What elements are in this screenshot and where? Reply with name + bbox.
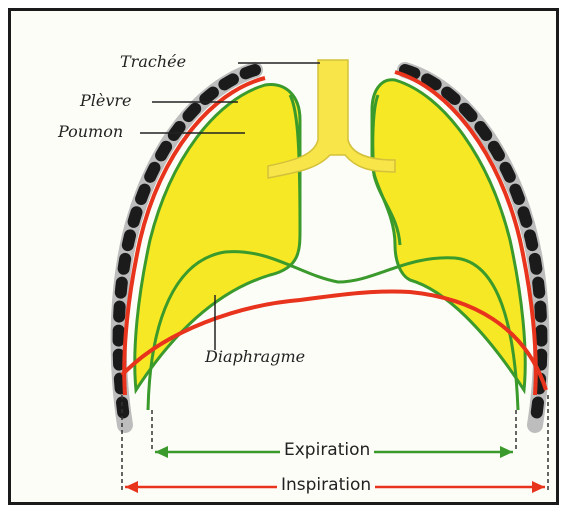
poumon-label: Poumon bbox=[58, 122, 123, 141]
diaphragme-label: Diaphragme bbox=[205, 347, 305, 366]
inspiration-label: Inspiration bbox=[277, 475, 375, 495]
plevre-label: Plèvre bbox=[80, 91, 132, 110]
expiration-label: Expiration bbox=[280, 440, 374, 460]
right-lung bbox=[372, 80, 525, 390]
trachee-label: Trachée bbox=[120, 52, 186, 71]
